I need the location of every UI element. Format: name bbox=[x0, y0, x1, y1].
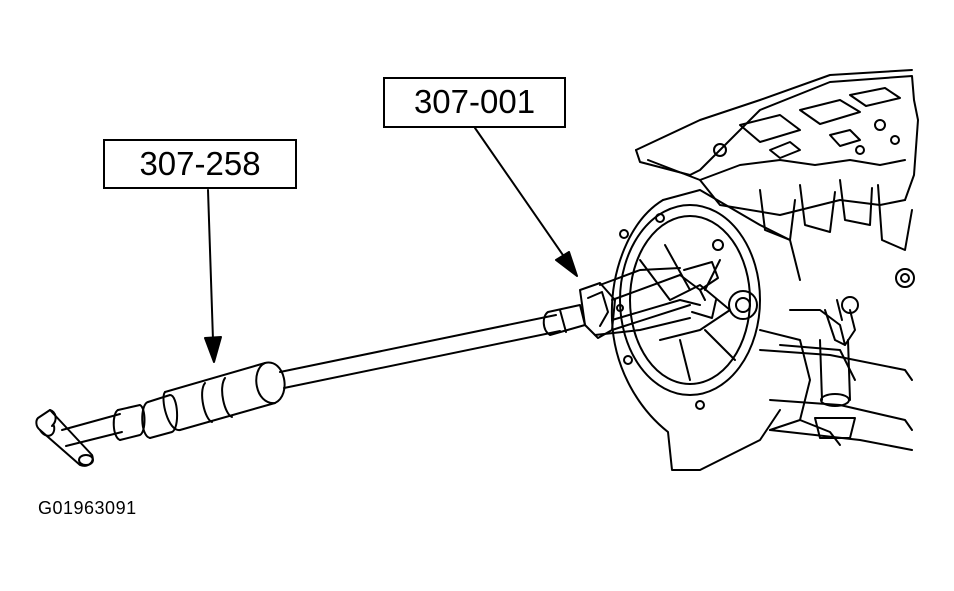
callout-307-001: 307-001 bbox=[383, 77, 566, 128]
transmission-housing-icon bbox=[610, 69, 919, 471]
leader-line-307-001 bbox=[474, 127, 566, 259]
arrowhead-307-258 bbox=[204, 336, 222, 363]
arrowhead-307-001 bbox=[555, 251, 578, 277]
figure-id: G01963091 bbox=[38, 498, 137, 518]
leader-lines bbox=[204, 127, 578, 363]
slide-hammer-tool-icon bbox=[35, 304, 586, 467]
callout-307-258: 307-258 bbox=[103, 139, 297, 189]
leader-line-307-258 bbox=[207, 189, 214, 341]
